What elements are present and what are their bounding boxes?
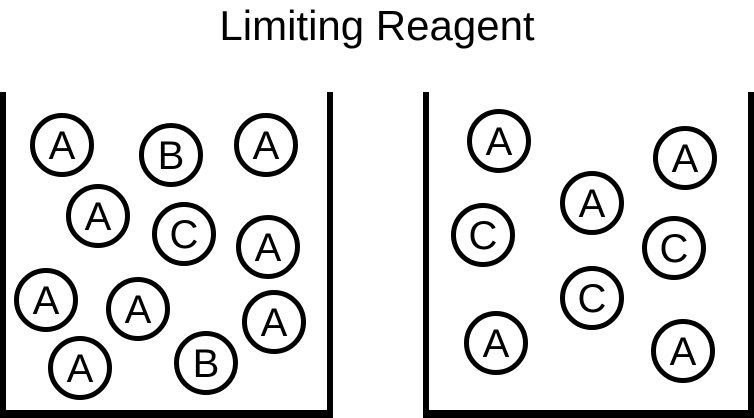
molecule-circle-c: C bbox=[642, 216, 706, 280]
molecule-circle-a: A bbox=[464, 311, 528, 375]
molecule-circle-a: A bbox=[653, 126, 717, 190]
molecule-circle-a: A bbox=[236, 215, 300, 279]
molecule-circle-a: A bbox=[14, 268, 78, 332]
molecule-circle-a: A bbox=[560, 171, 624, 235]
molecule-circle-a: A bbox=[467, 109, 531, 173]
molecule-circle-a: A bbox=[106, 277, 170, 341]
page-title: Limiting Reagent bbox=[219, 2, 535, 49]
molecule-circle-a: A bbox=[651, 319, 715, 383]
beaker-left bbox=[0, 92, 333, 418]
molecule-circle-b: B bbox=[174, 331, 238, 395]
molecule-circle-a: A bbox=[66, 184, 130, 248]
molecule-circle-b: B bbox=[139, 123, 203, 187]
beaker-right bbox=[423, 92, 754, 418]
molecule-circle-c: C bbox=[451, 203, 515, 267]
molecule-circle-a: A bbox=[242, 290, 306, 354]
molecule-circle-a: A bbox=[234, 113, 298, 177]
molecule-circle-a: A bbox=[30, 113, 94, 177]
molecule-circle-c: C bbox=[560, 266, 624, 330]
molecule-circle-c: C bbox=[152, 202, 216, 266]
molecule-circle-a: A bbox=[48, 336, 112, 400]
